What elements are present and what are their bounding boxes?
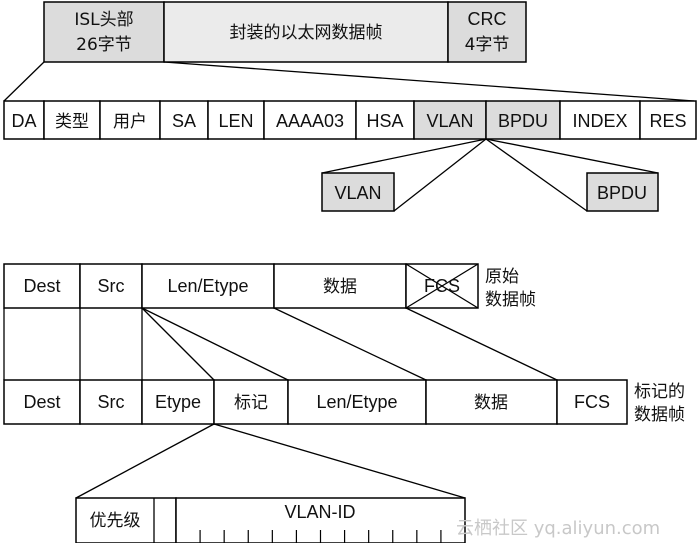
tag-field-label: 数据 [474,393,508,413]
tag-field-len-etype [287,379,427,425]
tag-expand-line-right [213,423,466,499]
expanded-bpdu-label: BPDU [597,183,647,203]
isl-expand-line-left [3,61,45,102]
tag-field-src [79,379,143,425]
isl-field-label: BPDU [498,111,548,131]
isl-payload-box [163,1,449,63]
isl-field-aaaa03 [263,100,357,140]
tag-field-etype [141,379,215,425]
isl-field-label: 类型 [55,112,89,132]
tag-field-label: Etype [155,392,201,412]
isl-field-label: LEN [218,111,253,131]
isl-field-len [207,100,265,140]
frame-mapping-lines [3,307,558,381]
original-frame: Dest Src Len/Etype 数据 FCS 原始 数据帧 [3,263,536,310]
tag-field-dest [3,379,81,425]
isl-field-hsa [355,100,415,140]
orig-frame-label-2: 数据帧 [485,290,536,310]
tag-detail: 优先级 VLAN-ID [75,497,466,543]
isl-field-user [99,100,161,140]
isl-field-label: INDEX [572,111,627,131]
tagged-frame-label-1: 标记的 [634,382,685,402]
tag-field-label: Src [98,392,125,412]
isl-crc-label-1: CRC [468,9,507,29]
orig-field-label: 数据 [323,277,357,297]
tag-field-label: Len/Etype [316,392,397,412]
tag-field-label: FCS [574,392,610,412]
tagged-frame-label-2: 数据帧 [634,405,685,425]
orig-field-label: Dest [23,276,60,296]
isl-field-label: 用户 [113,112,147,132]
isl-field-label: HSA [366,111,403,131]
isl-field-index [559,100,641,140]
expanded-vlan-label: VLAN [334,183,381,203]
isl-crc-box [447,1,527,63]
tag-field-data [425,379,558,425]
isl-field-type [43,100,101,140]
tagged-frame: Dest Src Etype 标记 Len/Etype 数据 FCS 标记的 数… [3,379,685,425]
isl-header-fields: DA 类型 用户 SA LEN AAAA03 HSA VLAN BPDU IND… [3,100,697,140]
tag-field-fcs [556,379,628,425]
tag-field-tag [213,379,289,425]
isl-field-label: SA [172,111,196,131]
isl-field-sa [159,100,209,140]
isl-crc-label-2: 4字节 [465,35,510,55]
vlan-id-bit-ticks [199,530,442,543]
watermark-text: 云栖社区 yq.aliyun.com [456,518,660,539]
isl-field-res [639,100,697,140]
tag-field-label: 标记 [234,393,268,413]
isl-header-box [43,1,165,63]
expanded-vlan-box [321,172,395,212]
expanded-bpdu-box [586,172,659,212]
vlan-bpdu-fanout [321,138,659,212]
isl-field-label: RES [649,111,686,131]
orig-field-label: FCS [424,276,460,296]
orig-field-len-etype [141,263,275,309]
isl-expand-line-right [163,61,695,102]
tag-field-label: Dest [23,392,60,412]
isl-frame: ISL头部 26字节 封装的以太网数据帧 CRC 4字节 [43,1,527,63]
tag-expand-line-left [75,423,215,499]
orig-frame-label-1: 原始 [485,267,519,287]
orig-field-data [273,263,407,309]
tag-vlan-id-label: VLAN-ID [284,502,355,522]
isl-header-label-2: 26字节 [76,35,132,55]
isl-field-bpdu [485,100,561,140]
isl-header-label-1: ISL头部 [74,10,133,30]
isl-field-label: DA [11,111,36,131]
orig-field-src [79,263,143,309]
orig-field-label: Len/Etype [167,276,248,296]
orig-field-label: Src [98,276,125,296]
fcs-cross-line [405,263,479,309]
isl-field-label: VLAN [426,111,473,131]
tag-priority-label: 优先级 [90,511,141,531]
isl-field-label: AAAA03 [276,111,344,131]
isl-payload-label: 封装的以太网数据帧 [230,23,383,43]
